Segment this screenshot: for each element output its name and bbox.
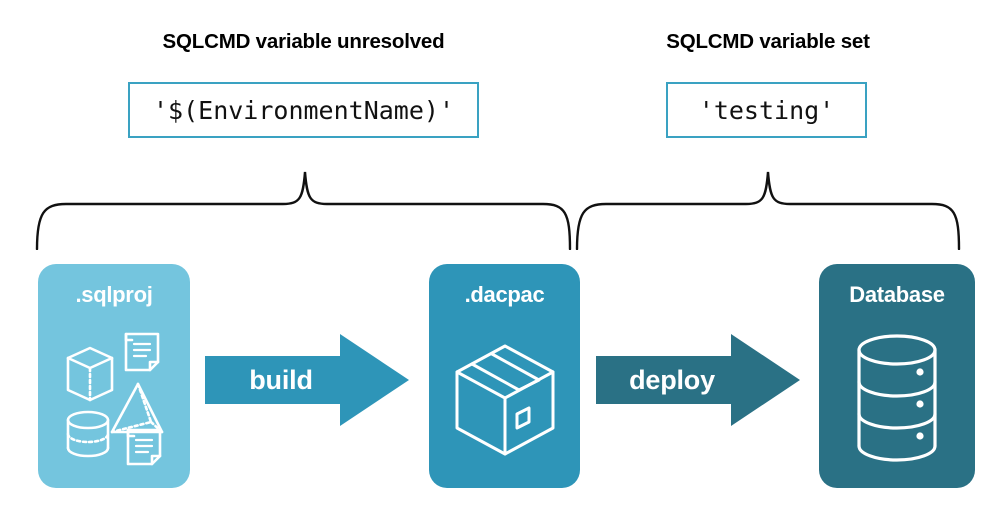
cylinder-icon [66, 410, 110, 458]
value-box-testing: 'testing' [666, 82, 867, 138]
brace-group [35, 171, 961, 250]
arrow-deploy-icon [596, 334, 800, 426]
script-scroll-icon-top [124, 332, 160, 372]
stage-sqlproj: .sqlproj [38, 264, 190, 488]
stage-database: Database [819, 264, 975, 488]
package-box-icon [429, 318, 580, 478]
database-cylinder-icon [819, 318, 975, 478]
shapes-and-scripts-icon [38, 318, 190, 478]
arrow-deploy: deploy [596, 332, 801, 428]
script-scroll-icon-bottom [126, 428, 162, 466]
brace-right-icon [575, 171, 961, 250]
stage-label-dacpac: .dacpac [464, 282, 545, 307]
stage-label-database: Database [849, 282, 945, 307]
pyramid-icon [110, 382, 164, 434]
stage-label-sqlproj: .sqlproj [75, 282, 153, 307]
cube-icon [66, 346, 114, 402]
arrow-build-icon [205, 334, 409, 426]
stage-dacpac: .dacpac [429, 264, 580, 488]
value-box-environment-name: '$(EnvironmentName)' [128, 82, 479, 138]
arrow-build: build [205, 332, 410, 428]
heading-sqlcmd-variable-unresolved: SQLCMD variable unresolved [162, 30, 445, 53]
brace-left-icon [35, 171, 572, 250]
heading-sqlcmd-variable-set: SQLCMD variable set [666, 30, 870, 53]
